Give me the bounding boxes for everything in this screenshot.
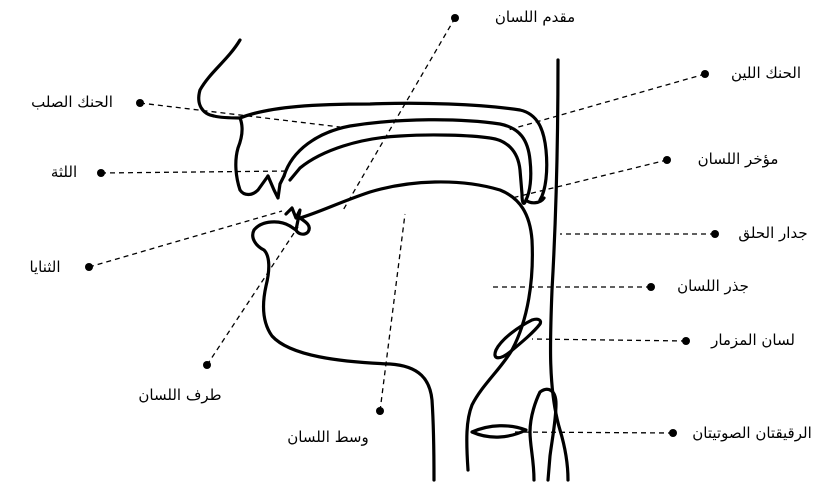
dot-tongue-tip bbox=[203, 361, 211, 369]
dot-vocal-folds bbox=[669, 429, 677, 437]
dot-soft-palate bbox=[701, 70, 709, 78]
label-tongue-middle: وسط اللسان bbox=[287, 428, 369, 446]
label-soft-palate: الحنك اللين bbox=[731, 64, 801, 82]
text-labels: مقدم اللسان الحنك الصلب الحنك اللين اللث… bbox=[29, 8, 811, 446]
dot-hard-palate bbox=[136, 99, 144, 107]
leader-lines bbox=[89, 18, 715, 433]
dot-epiglottis bbox=[682, 337, 690, 345]
label-pharynx-wall: جدار الحلق bbox=[738, 224, 807, 242]
leader-tongue-back bbox=[512, 160, 667, 198]
dot-tongue-middle bbox=[376, 407, 384, 415]
label-hard-palate: الحنك الصلب bbox=[31, 93, 113, 111]
leader-vocal-folds bbox=[512, 432, 673, 433]
hard-palate-surface bbox=[284, 120, 531, 204]
dot-pharynx-wall bbox=[711, 230, 719, 238]
upper-incisor-outline bbox=[268, 176, 284, 198]
label-alveolar: اللثة bbox=[51, 163, 77, 181]
label-epiglottis: لسان المزمار bbox=[710, 331, 795, 349]
label-vocal-folds: الرقيقتان الصوتيتان bbox=[692, 424, 812, 442]
dot-incisors bbox=[85, 263, 93, 271]
nose-outline bbox=[199, 40, 240, 118]
dot-tongue-root bbox=[647, 283, 655, 291]
label-tongue-root: جذر اللسان bbox=[677, 277, 749, 295]
label-tongue-tip: طرف اللسان bbox=[138, 386, 221, 404]
dot-tongue-front bbox=[451, 14, 459, 22]
anatomy-outlines bbox=[199, 40, 568, 480]
leader-alveolar bbox=[101, 171, 290, 173]
leader-soft-palate bbox=[508, 74, 705, 130]
larynx-back-outline bbox=[530, 389, 556, 480]
velum-outline bbox=[526, 198, 544, 203]
marker-dots bbox=[85, 14, 719, 437]
upper-lip-outline bbox=[236, 118, 268, 195]
leader-epiglottis bbox=[532, 339, 686, 341]
dot-alveolar bbox=[97, 169, 105, 177]
dot-tongue-back bbox=[663, 156, 671, 164]
label-tongue-back: مؤخر اللسان bbox=[698, 150, 779, 168]
pharynx-wall-outline bbox=[550, 60, 568, 480]
leader-tongue-middle bbox=[380, 214, 405, 411]
label-tongue-front: مقدم اللسان bbox=[495, 8, 575, 26]
label-incisors: الثنايا bbox=[29, 258, 60, 276]
